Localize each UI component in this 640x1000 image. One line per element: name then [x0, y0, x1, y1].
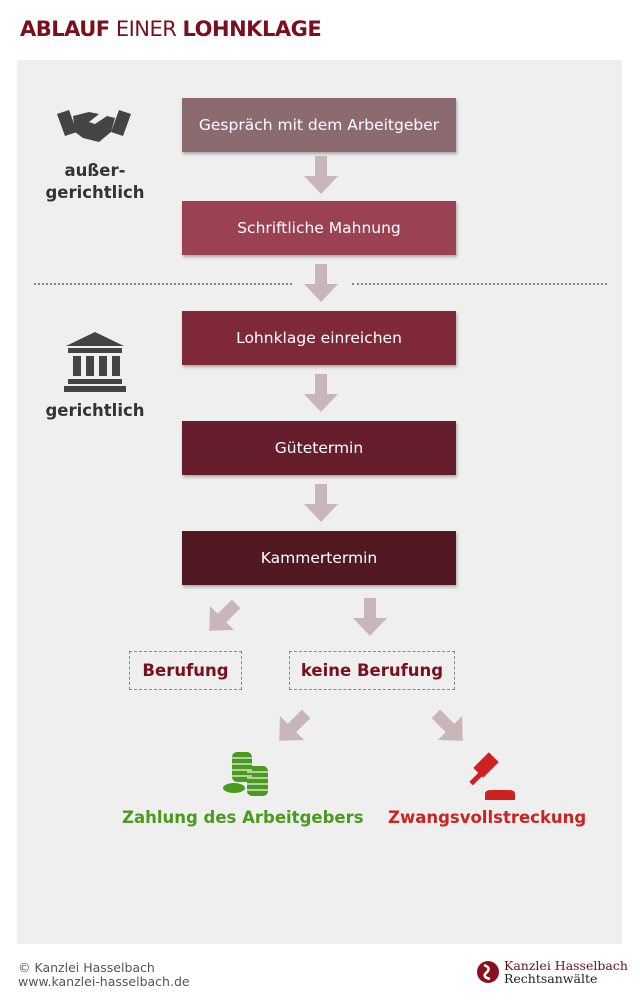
handshake-icon	[57, 110, 131, 142]
logo-emblem-icon	[477, 961, 499, 983]
step-box: Schriftliche Mahnung	[182, 201, 456, 255]
arrow-down-icon	[304, 264, 338, 302]
arrow-down-right-icon	[423, 701, 475, 753]
logo-name: Kanzlei Hasselbach	[504, 958, 628, 973]
website-url: www.kanzlei-hasselbach.de	[18, 974, 190, 989]
arrow-down-left-icon	[267, 701, 319, 753]
step-box: Kammertermin	[182, 531, 456, 585]
footer-credits: © Kanzlei Hasselbach www.kanzlei-hasselb…	[18, 961, 190, 989]
logo-subtitle: Rechtsanwälte	[504, 971, 598, 986]
step-box: Gespräch mit dem Arbeitgeber	[182, 98, 456, 152]
arrow-down-left-icon	[197, 591, 249, 643]
section-label-extrajudicial: außer- gerichtlich	[45, 161, 145, 202]
gavel-icon	[469, 752, 515, 800]
section-divider	[352, 283, 607, 285]
courthouse-icon	[64, 332, 126, 392]
arrow-down-icon	[304, 484, 338, 522]
page-title: ABLAUF EINER LOHNKLAGE	[20, 17, 322, 41]
outcome-enforcement: Zwangsvollstreckung	[388, 808, 587, 827]
coins-icon	[223, 752, 268, 796]
branch-appeal: Berufung	[129, 651, 242, 690]
outcome-payment: Zahlung des Arbeitgebers	[122, 808, 364, 827]
title-part2: EINER	[109, 17, 183, 41]
copyright-text: © Kanzlei Hasselbach	[18, 960, 155, 975]
step-box: Gütetermin	[182, 421, 456, 475]
arrow-down-icon	[304, 374, 338, 412]
section-divider	[34, 283, 292, 285]
title-part3: LOHNKLAGE	[182, 17, 322, 41]
step-box: Lohnklage einreichen	[182, 311, 456, 365]
arrow-down-icon	[353, 598, 387, 636]
arrow-down-icon	[304, 156, 338, 194]
title-part1: ABLAUF	[20, 17, 110, 41]
branch-no-appeal: keine Berufung	[289, 651, 455, 690]
section-label-judicial: gerichtlich	[45, 401, 145, 420]
